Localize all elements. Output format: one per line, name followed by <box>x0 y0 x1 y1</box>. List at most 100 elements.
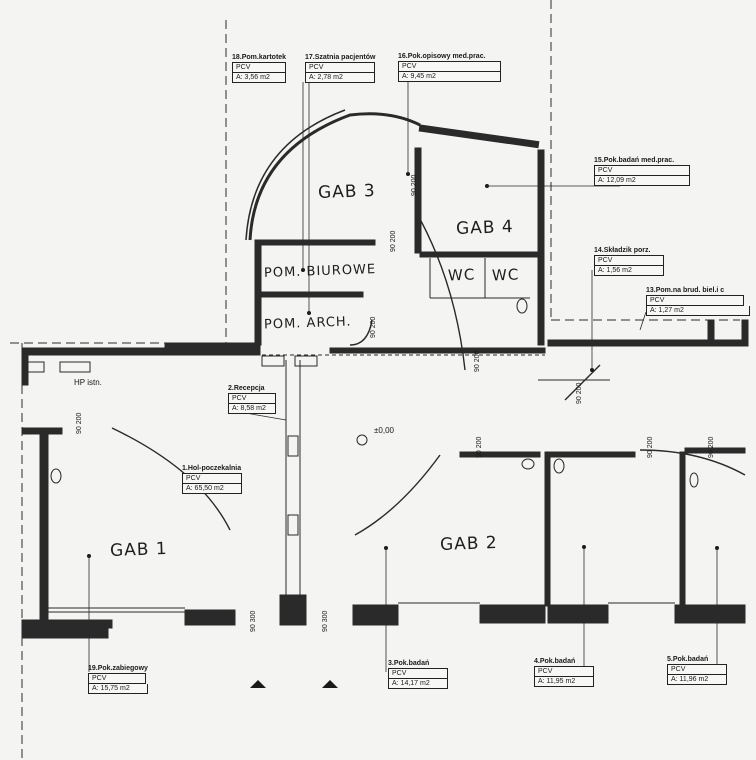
handwritten-wc: WC <box>447 265 476 285</box>
wall <box>479 604 546 624</box>
wall <box>674 604 746 624</box>
room-name: 15.Pok.badań med.prac. <box>594 157 675 164</box>
room-name: 19.Pok.zabiegowy <box>88 665 148 672</box>
wall <box>184 609 236 626</box>
room-material: PCV <box>594 255 664 266</box>
wall <box>21 619 113 629</box>
room-area: A: 3,56 m2 <box>232 73 287 83</box>
curved-wall <box>248 112 421 241</box>
door-dimension: 90 200 <box>370 316 377 338</box>
room-material: PCV <box>534 666 594 677</box>
sink <box>689 472 699 488</box>
room-tag: 19.Pok.zabiegowy PCV A: 15,75 m2 <box>88 664 148 694</box>
door-swing <box>354 454 441 536</box>
handwritten-gab3: GAB 3 <box>317 180 377 204</box>
radiator <box>294 355 318 367</box>
room-tag: 17.Szatnia pacjentów PCV A: 2,78 m2 <box>305 53 376 83</box>
door-dimension: 90 200 <box>76 412 83 434</box>
door-dimension: 90 300 <box>250 610 257 632</box>
room-tag: 5.Pok.badań PCV A: 11,96 m2 <box>667 655 727 685</box>
wall <box>352 604 399 626</box>
radiator <box>23 361 45 373</box>
room-tag: 1.Hol-poczekalnia PCV A: 65,50 m2 <box>182 464 242 494</box>
room-name: 18.Pom.kartotek <box>232 54 287 61</box>
room-area: A: 14,17 m2 <box>388 679 448 689</box>
leader-line <box>639 311 647 331</box>
radiator <box>261 355 285 367</box>
sink <box>553 458 565 474</box>
wall <box>329 347 546 354</box>
wall <box>21 427 63 435</box>
level-label: ±0,00 <box>374 426 394 435</box>
column <box>287 435 299 457</box>
handwritten-gab4: GAB 4 <box>455 216 515 240</box>
door-dimension: 90 300 <box>322 610 329 632</box>
wall <box>741 319 749 347</box>
wall <box>679 451 686 606</box>
door-swing <box>349 319 373 346</box>
wall <box>537 149 545 346</box>
room-tag: 3.Pok.badań PCV A: 14,17 m2 <box>388 659 448 689</box>
door-dimension: 90 200 <box>647 436 654 458</box>
room-material: PCV <box>182 473 242 484</box>
section-arrow <box>250 680 266 688</box>
room-name: 4.Pok.badań <box>534 658 576 665</box>
room-name: 13.Pom.na brud. biel.i c <box>646 287 725 294</box>
room-name: 17.Szatnia pacjentów <box>305 54 376 61</box>
room-material: PCV <box>667 664 727 675</box>
hp-label: HP istn. <box>74 378 102 387</box>
room-tag: 14.Składzik porz. PCV A: 1,56 m2 <box>594 246 664 276</box>
wall <box>279 594 307 626</box>
wall <box>459 451 541 458</box>
curved-wall <box>245 109 346 241</box>
wall <box>544 451 636 458</box>
room-name: 3.Pok.badań <box>388 660 430 667</box>
room-area: A: 11,96 m2 <box>667 675 727 685</box>
room-material: PCV <box>305 62 376 73</box>
sink <box>521 458 535 470</box>
room-area: A: 8,58 m2 <box>228 404 276 414</box>
door-swing <box>564 364 601 401</box>
door-dimension: 90 200 <box>708 436 715 458</box>
room-area: A: 65,50 m2 <box>182 484 242 494</box>
room-tag: 2.Recepcja PCV A: 8,58 m2 <box>228 384 276 414</box>
room-material: PCV <box>594 165 690 176</box>
room-name: 16.Pok.opisowy med.prac. <box>398 53 486 60</box>
room-area: A: 9,45 m2 <box>398 72 501 82</box>
room-area: A: 11,95 m2 <box>534 677 594 687</box>
wall <box>684 447 746 454</box>
door-dimension: 90 200 <box>411 174 418 196</box>
room-name: 5.Pok.badań <box>667 656 709 663</box>
door-dimension: 90 200 <box>476 436 483 458</box>
room-tag: 4.Pok.badań PCV A: 11,95 m2 <box>534 657 594 687</box>
wall <box>21 627 109 639</box>
section-arrow <box>322 680 338 688</box>
room-material: PCV <box>646 295 744 306</box>
wall <box>544 455 551 607</box>
door-swing <box>414 209 466 371</box>
wall <box>414 147 422 254</box>
wall <box>21 347 261 356</box>
room-material: PCV <box>228 393 276 404</box>
wall <box>707 319 715 341</box>
room-material: PCV <box>388 668 448 679</box>
room-name: 1.Hol-poczekalnia <box>182 465 242 472</box>
handwritten-wc: WC <box>491 265 520 285</box>
level-marker <box>356 434 368 446</box>
handwritten-pom-arch: POM. ARCH. <box>263 314 352 333</box>
wall <box>547 604 609 624</box>
door-dimension: 90 200 <box>474 350 481 372</box>
handwritten-gab1: GAB 1 <box>109 538 169 562</box>
room-tag: 18.Pom.kartotek PCV A: 3,56 m2 <box>232 53 287 83</box>
room-material: PCV <box>398 61 501 72</box>
room-tag: 15.Pok.badań med.prac. PCV A: 12,09 m2 <box>594 156 690 186</box>
room-area: A: 1,56 m2 <box>594 266 664 276</box>
room-name: 14.Składzik porz. <box>594 247 651 254</box>
door-dimension: 90 200 <box>390 230 397 252</box>
door-dimension: 90 200 <box>576 382 583 404</box>
wall <box>21 354 29 386</box>
wall <box>418 124 540 149</box>
radiator <box>59 361 91 373</box>
room-area: A: 1,27 m2 <box>646 306 750 316</box>
